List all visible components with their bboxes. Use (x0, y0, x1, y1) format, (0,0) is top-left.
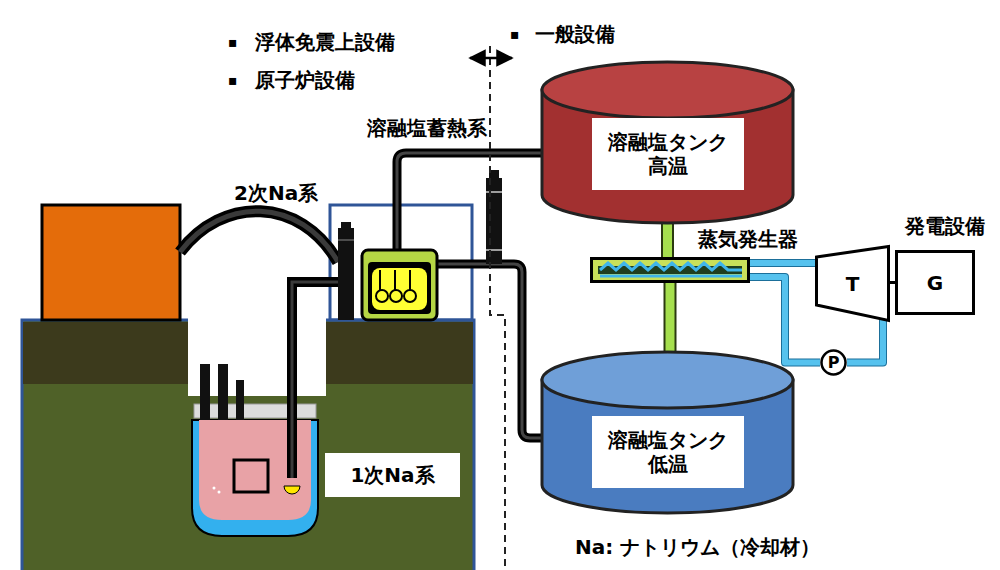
bullet-mark: ▪ (228, 68, 238, 92)
storage-tank: 溶融塩タンク 低温 (540, 350, 795, 515)
text-label: Na: ナトリウム（冷却材） (575, 535, 820, 559)
storage-tank: 溶融塩タンク 高温 (540, 60, 795, 225)
text-label: 原子炉設備 (255, 68, 355, 92)
component-label: 溶融塩タンク 低温 (592, 428, 744, 476)
shape-outline (590, 257, 750, 283)
primary-component-box (42, 205, 180, 320)
primary-pipe (180, 211, 338, 262)
text-label: 発電設備 (905, 214, 985, 238)
shaft-line (890, 281, 895, 284)
label-box: 1次Na系 (325, 453, 460, 497)
pipe-line (750, 260, 816, 266)
secondary-pump (338, 228, 354, 320)
component-heading: 蒸気発生器 (698, 227, 798, 251)
pipe-line (847, 320, 883, 363)
pump-cap (341, 222, 351, 230)
turbine: T (815, 245, 890, 322)
ground (22, 205, 474, 570)
component-label: 1次Na系 (350, 463, 434, 487)
pipe-outline (750, 259, 816, 267)
text-label: 溶融塩蓄熱系 (367, 116, 487, 140)
bullet-mark: ▪ (228, 30, 238, 54)
pump-band (486, 191, 502, 193)
tank-label-box: 溶融塩タンク 高温 (592, 118, 744, 190)
tank-label-box: 溶融塩タンク 低温 (592, 416, 744, 488)
text-label: 一般設備 (535, 22, 615, 46)
steam-generator: 蒸気発生器 (590, 257, 750, 283)
pipe-outline (661, 223, 674, 258)
pump-band (338, 240, 354, 241)
pump-circle: P (820, 349, 847, 376)
pipe-line (666, 282, 675, 356)
salt-pipe (397, 153, 545, 252)
double-arrow (470, 57, 512, 60)
primary-pipe-core (180, 211, 338, 262)
pump-band (486, 249, 502, 251)
pipe-line (663, 223, 672, 258)
reactor-vessel (192, 282, 340, 536)
generator-box: G (895, 250, 975, 315)
pipe-outline (664, 282, 677, 356)
pipe-outline (750, 277, 820, 363)
text-label: 浮体免震上設備 (255, 30, 395, 54)
pipe-outline (890, 282, 895, 283)
component-label: G (927, 271, 943, 295)
boundary-dashed-line (490, 46, 505, 570)
salt-pipe-core (397, 153, 545, 252)
pipe-outline (847, 320, 883, 363)
component-label: T (846, 272, 860, 296)
salt-pump (486, 178, 502, 264)
pipe-line (750, 277, 820, 363)
text-label: 2次Na系 (234, 181, 318, 205)
bullet-mark: ▪ (510, 22, 520, 46)
heat-exchanger (362, 250, 437, 320)
component-label: P (828, 351, 840, 375)
component-label: 溶融塩タンク 高温 (592, 130, 744, 178)
